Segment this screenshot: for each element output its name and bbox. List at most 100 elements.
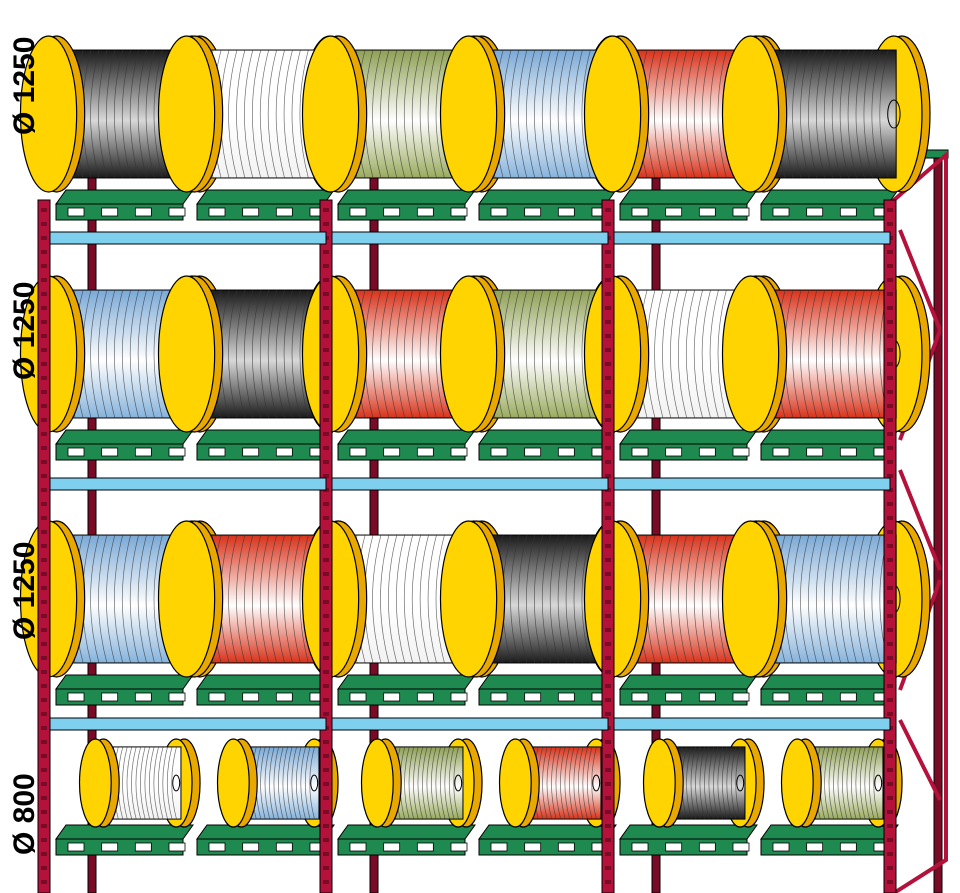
pallet-slot [349,692,367,702]
rack-post-hole [605,614,611,618]
pallet-slot [67,447,85,457]
rack-post-hole [887,348,893,352]
reel-cable-line [435,289,445,419]
pallet-slot [665,692,683,702]
pallet-slot [168,842,186,852]
reel-cable-line [372,289,382,419]
pallet-slot [698,692,716,702]
pallet-slot [665,207,683,217]
reel-cable-line [275,49,285,179]
rack-post-hole [887,558,893,562]
pallet-slot [524,207,542,217]
rack-post-hole [41,726,47,730]
reel-cable-line [800,534,810,664]
reel-cable-line [815,289,826,419]
reel-hub [454,774,463,792]
rack-post-hole [41,600,47,604]
rack-post-hole [41,334,47,338]
rack-post-hole [323,782,329,786]
reel-cable-line [735,746,741,820]
rack-post-hole [323,474,329,478]
rack-post-hole [887,404,893,408]
reel-cable-line [98,289,108,419]
reel-cable-line [526,49,536,179]
rack-post-hole [323,586,329,590]
rack-post-hole [41,810,47,814]
pallet-slot [490,692,508,702]
reel-cable-line [431,746,437,820]
reel-cable-line [380,534,390,664]
pallet-slot [698,207,716,217]
rack-post-hole [887,670,893,674]
pallet-slot [416,842,434,852]
reel-cable-line [244,289,254,419]
rack-post-hole [323,572,329,576]
rack-post-hole [887,586,893,590]
pallet [55,429,194,461]
rack-post-hole [41,502,47,506]
rack-post-hole [605,208,611,212]
pallet-top [196,189,335,205]
reel-cable-line [542,746,548,820]
rack-post-hole [887,544,893,548]
rack-post-hole [605,278,611,282]
rack-post-hole [41,852,47,856]
rack-post-hole [605,460,611,464]
reel-cable-line [388,534,398,664]
reel-cable-line [670,49,680,179]
reel-cable-line [541,289,552,419]
reel-cable-line [541,534,552,664]
reel-cable-line [573,289,583,419]
pallet [337,189,476,221]
reel-cable-line [162,746,168,820]
pallet-slot [242,207,260,217]
reel-cable-line [808,534,818,664]
reel-cable-line [300,746,306,820]
rack-post-hole [605,628,611,632]
rack-post-hole [323,810,329,814]
reel-cable-line [831,49,841,179]
reel-cable-line [419,289,429,419]
reel-cable-line [419,49,429,179]
reel-cable-line [693,289,703,419]
rack-post-hole [41,824,47,828]
rack-post-hole [41,390,47,394]
rack-post-hole [41,572,47,576]
pallet [337,824,476,856]
reel-cable-winding [768,534,897,664]
reel-cable-line [871,534,881,664]
reel-cable-line [228,49,238,179]
pallet-slot [631,447,649,457]
reel-cable-line [800,289,810,419]
rack-beam [613,231,891,245]
rack-post-hole [41,866,47,870]
rack-post-hole [41,684,47,688]
reel-cable-line [388,289,398,419]
pallet-slot [631,842,649,852]
row-label-second: Ø 1250 [8,282,41,380]
pallet-slot [490,447,508,457]
rack-post-hole [323,642,329,646]
rack-post-hole [323,670,329,674]
rack-post-hole [605,880,611,884]
reel-cable-line [153,534,163,664]
reel-cable-line [98,534,108,664]
pallet-slot [839,692,857,702]
rack-post-hole [605,334,611,338]
pallet-slot [275,842,293,852]
rack-post-hole [887,222,893,226]
reel-cable-line [709,49,719,179]
rack-post-hole [41,418,47,422]
pallet-slot [208,207,226,217]
rack-post-hole [887,768,893,772]
rack-post-hole [323,320,329,324]
pallet-slot [383,207,401,217]
pallet-top [760,189,899,205]
rack-post-hole [605,222,611,226]
reel-cable-line [800,49,810,179]
reel-cable-line [158,746,164,820]
reel-cable-line [251,49,262,179]
reel-cable-line [228,289,238,419]
rack-post-hole [41,278,47,282]
